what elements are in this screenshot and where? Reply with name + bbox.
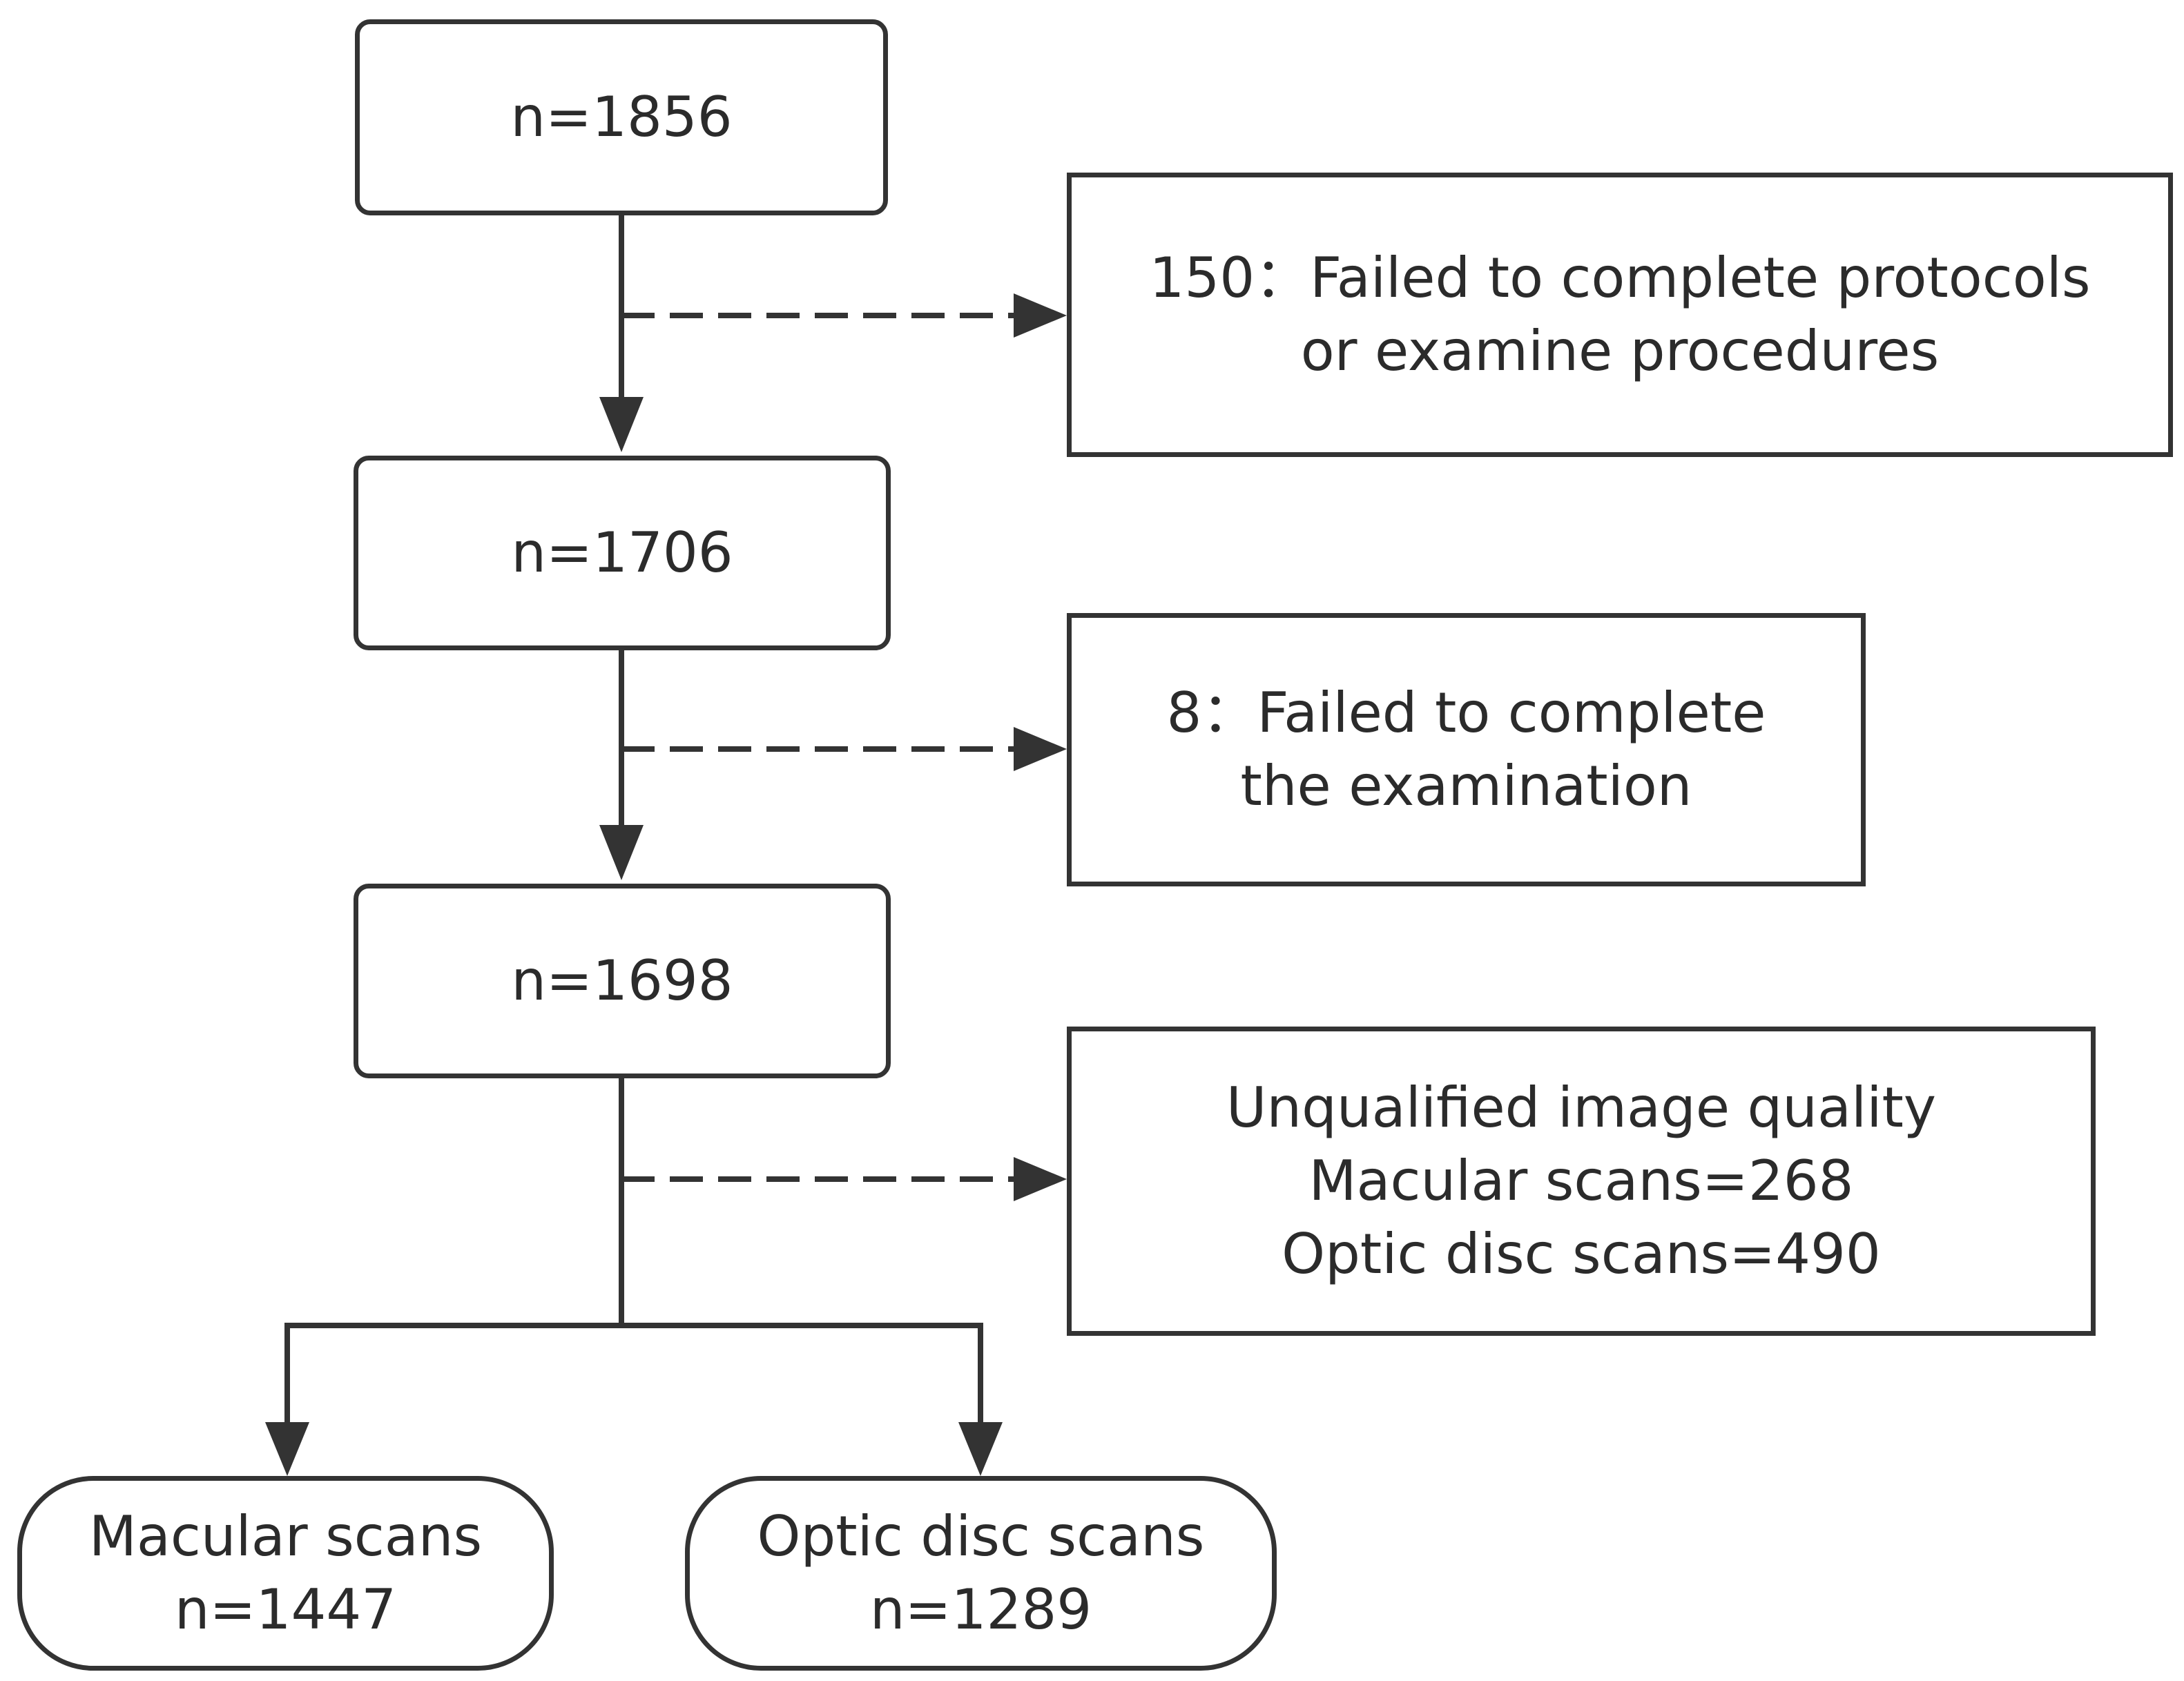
exclusion-1-line-2: or examine procedures bbox=[1300, 319, 1940, 383]
arrow-down-optic-disc bbox=[958, 1422, 1003, 1476]
outcome-box-optic-disc: Optic disc scans n=1289 bbox=[685, 1476, 1277, 1671]
exclusion-box-2: 8：Failed to complete the examination bbox=[1067, 613, 1866, 886]
step-box-2: n=1706 bbox=[354, 456, 891, 650]
exclusion-box-1: 150：Failed to complete protocols or exam… bbox=[1067, 173, 2173, 457]
outcome-box-macular: Macular scans n=1447 bbox=[17, 1476, 554, 1671]
exclusion-box-3: Unqualified image quality Macular scans=… bbox=[1067, 1027, 2096, 1336]
exclusion-1-line-1: 150：Failed to complete protocols bbox=[1149, 246, 2091, 310]
exclusion-3-line-1: Unqualified image quality bbox=[1226, 1076, 1937, 1140]
exclusion-2-line-1: 8：Failed to complete bbox=[1166, 681, 1766, 745]
outcome-optic-disc-count: n=1289 bbox=[869, 1577, 1092, 1642]
exclusion-2-line-2: the examination bbox=[1240, 754, 1692, 818]
arrow-right-exclusion3 bbox=[1014, 1157, 1067, 1201]
outcome-macular-count: n=1447 bbox=[174, 1577, 397, 1642]
step-box-3: n=1698 bbox=[354, 884, 891, 1078]
outcome-macular-title: Macular scans bbox=[88, 1504, 483, 1568]
exclusion-3-line-2: Macular scans=268 bbox=[1308, 1149, 1854, 1213]
arrow-right-exclusion2 bbox=[1014, 727, 1067, 771]
exclusion-3-line-3: Optic disc scans=490 bbox=[1282, 1222, 1881, 1286]
arrow-down-step3 bbox=[599, 825, 644, 880]
arrow-down-macular bbox=[265, 1422, 309, 1476]
outcome-optic-disc-title: Optic disc scans bbox=[757, 1504, 1205, 1568]
step-label-2: n=1706 bbox=[511, 521, 733, 585]
step-box-1: n=1856 bbox=[355, 19, 888, 215]
arrow-down-step2 bbox=[599, 397, 644, 452]
step-label-3: n=1698 bbox=[511, 949, 733, 1013]
step-label-1: n=1856 bbox=[510, 85, 733, 149]
arrow-right-exclusion1 bbox=[1014, 293, 1067, 338]
